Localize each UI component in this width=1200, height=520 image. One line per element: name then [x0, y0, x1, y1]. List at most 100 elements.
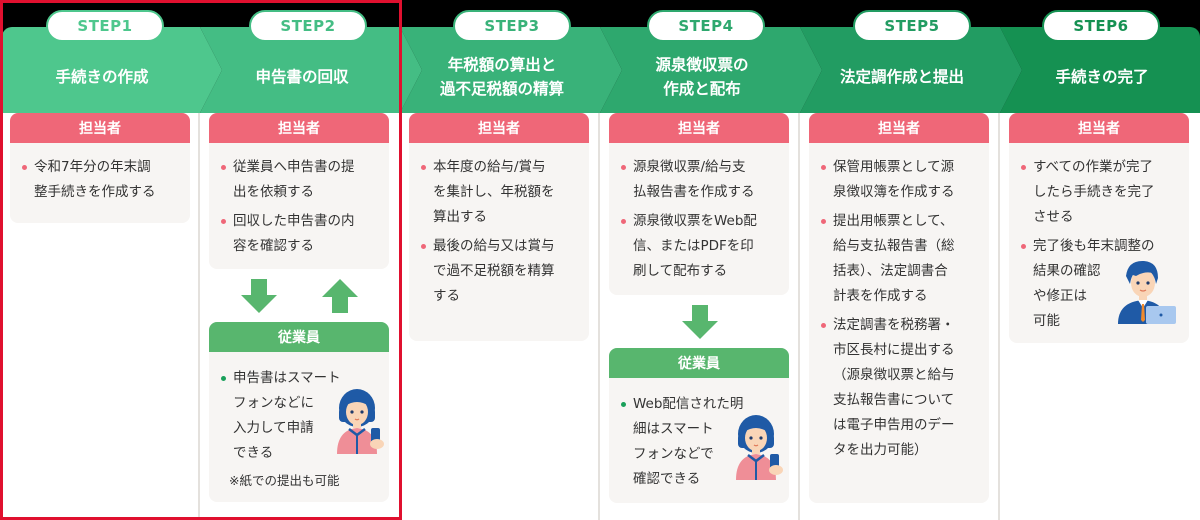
step5-title-line: 法定調作成と提出: [839, 68, 964, 86]
step2-title-line: 申告書の回収: [255, 68, 349, 86]
step3-header-segment: [2, 27, 1200, 113]
task-line: 可能: [1033, 313, 1060, 329]
step6-pill: STEP6: [1042, 10, 1160, 42]
task-line: すべての作業が完了: [1033, 159, 1154, 175]
owner-card-header: 担当者: [209, 113, 389, 143]
step4-owner-card: 担当者 源泉徴収票/給与支 払報告書を作成する 源泉徴収票をWeb配 信、または…: [609, 113, 789, 295]
step2-pill: STEP2: [249, 10, 367, 42]
step4-title-line2: 作成と配布: [663, 80, 741, 98]
task-line: タを出力可能）: [833, 442, 928, 458]
task-line: させる: [1033, 209, 1074, 225]
task-line: 源泉徴収票をWeb配: [633, 213, 757, 229]
task-line: できる: [233, 445, 274, 461]
step1-owner-card: 担当者 令和7年分の年末調 整手続きを作成する: [10, 113, 190, 223]
arrow-down-icon: [682, 305, 718, 339]
step4-header-segment: [2, 27, 1200, 113]
column-divider: [798, 113, 800, 520]
owner-task-item: 保管用帳票として源 泉徴収簿を作成する: [819, 155, 979, 205]
step3-title: 年税額の算出と 過不足税額の精算: [402, 53, 602, 101]
owner-task-item: 提出用帳票として、 給与支払報告書（総 括表）、法定調書合 計表を作成する: [819, 209, 979, 309]
owner-task-item: 令和7年分の年末調 整手続きを作成する: [20, 155, 180, 205]
step-header-band: 手続きの作成 申告書の回収 年税額の算出と 過不足税額の精算 源泉徴収票の 作成…: [2, 27, 1200, 113]
task-line: 令和7年分の年末調: [34, 159, 151, 175]
task-line: 算出する: [433, 209, 487, 225]
task-line: 市区長村に提出する: [833, 342, 955, 358]
step5-title: 法定調作成と提出: [802, 65, 1002, 89]
task-line: 計表を作成する: [833, 288, 928, 304]
task-line: 確認できる: [633, 471, 701, 487]
step5-pill: STEP5: [853, 10, 971, 42]
task-line: 申告書はスマート: [233, 370, 341, 386]
female-employee-with-phone-icon: [736, 415, 783, 480]
task-line: を集計し、年税額を: [433, 184, 555, 200]
task-line: 整手続きを作成する: [34, 184, 156, 200]
task-line: （源泉徴収票と給与: [833, 367, 955, 383]
step5-header-segment: [2, 27, 1200, 113]
task-line: や修正は: [1033, 288, 1087, 304]
task-line: 源泉徴収票/給与支: [633, 159, 746, 175]
step1-title: 手続きの作成: [2, 65, 202, 89]
step4-title: 源泉徴収票の 作成と配布: [602, 53, 802, 101]
owner-card-header: 担当者: [409, 113, 589, 143]
task-line: 括表）、法定調書合: [833, 263, 948, 279]
step6-header-segment: [2, 27, 1200, 113]
task-line: 従業員へ申告書の提: [233, 159, 355, 175]
task-line: 泉徴収簿を作成する: [833, 184, 955, 200]
arrow-down-icon: [241, 279, 277, 313]
step2-owner-card: 担当者 従業員へ申告書の提 出を依頼する 回収した申告書の内 容を確認する: [209, 113, 389, 269]
task-line: フォンなどに: [233, 395, 314, 411]
task-line: 法定調書を税務署・: [833, 317, 955, 333]
step5-owner-card: 担当者 保管用帳票として源 泉徴収簿を作成する 提出用帳票として、 給与支払報告…: [809, 113, 989, 503]
step3-pill: STEP3: [453, 10, 571, 42]
owner-task-item: 本年度の給与/賞与 を集計し、年税額を 算出する: [419, 155, 579, 230]
column-divider: [598, 113, 600, 520]
task-line: 保管用帳票として源: [833, 159, 955, 175]
owner-task-item: 最後の給与又は賞与 で過不足税額を精算 する: [419, 234, 579, 309]
column-divider: [198, 113, 200, 520]
owner-task-item: 源泉徴収票をWeb配 信、またはPDFを印 刷して配布する: [619, 209, 779, 284]
step4-title-line1: 源泉徴収票の: [655, 56, 749, 74]
step3-title-line1: 年税額の算出と: [447, 56, 557, 74]
owner-task-item: すべての作業が完了 したら手続きを完了 させる: [1019, 155, 1179, 230]
task-line: 信、またはPDFを印: [633, 238, 754, 254]
task-line: Web配信された明: [633, 396, 744, 412]
task-line: 提出用帳票として、: [833, 213, 954, 229]
owner-task-item: 従業員へ申告書の提 出を依頼する: [219, 155, 379, 205]
task-line: 最後の給与又は賞与: [433, 238, 555, 254]
owner-card-header: 担当者: [609, 113, 789, 143]
task-line: フォンなどで: [633, 446, 714, 462]
employee-task-item: Web配信された明 細はスマート フォンなどで 確認できる: [619, 392, 779, 492]
column-divider: [399, 113, 401, 520]
task-line: 払報告書を作成する: [633, 184, 755, 200]
task-line: したら手続きを完了: [1033, 184, 1155, 200]
task-line: 入力して申請: [233, 420, 314, 436]
task-line: は電子申告用のデー: [833, 417, 955, 433]
owner-task-item: 法定調書を税務署・ 市区長村に提出する （源泉徴収票と給与 支払報告書について …: [819, 313, 979, 463]
male-staff-with-laptop-icon: [1118, 260, 1176, 324]
employee-card-header: 従業員: [209, 322, 389, 352]
step4-pill: STEP4: [647, 10, 765, 42]
task-line: 刷して配布する: [633, 263, 728, 279]
owner-card-header: 担当者: [10, 113, 190, 143]
step6-title-line: 手続きの完了: [1055, 68, 1149, 86]
task-line: する: [433, 288, 460, 304]
arrow-up-icon: [322, 279, 358, 313]
task-line: 結果の確認: [1033, 263, 1101, 279]
step1-header-segment: [2, 27, 1200, 113]
step3-title-line2: 過不足税額の精算: [439, 80, 564, 98]
column-divider: [998, 113, 1000, 520]
step6-owner-card: 担当者 すべての作業が完了 したら手続きを完了 させる 完了後も年末調整の 結果…: [1009, 113, 1189, 343]
task-line: 給与支払報告書（総: [833, 238, 955, 254]
owner-task-item: 源泉徴収票/給与支 払報告書を作成する: [619, 155, 779, 205]
task-line: 完了後も年末調整の: [1033, 238, 1155, 254]
step3-owner-card: 担当者 本年度の給与/賞与 を集計し、年税額を 算出する 最後の給与又は賞与 で…: [409, 113, 589, 341]
task-line: 容を確認する: [233, 238, 314, 254]
columns-background: [2, 113, 1200, 520]
employee-task-item: 申告書はスマート フォンなどに 入力して申請 できる: [219, 366, 379, 466]
paper-submission-note: ※紙での提出も可能: [229, 473, 340, 488]
owner-task-item: 回収した申告書の内 容を確認する: [219, 209, 379, 259]
task-line: 細はスマート: [633, 421, 714, 437]
owner-card-header: 担当者: [809, 113, 989, 143]
step1-pill: STEP1: [46, 10, 164, 42]
